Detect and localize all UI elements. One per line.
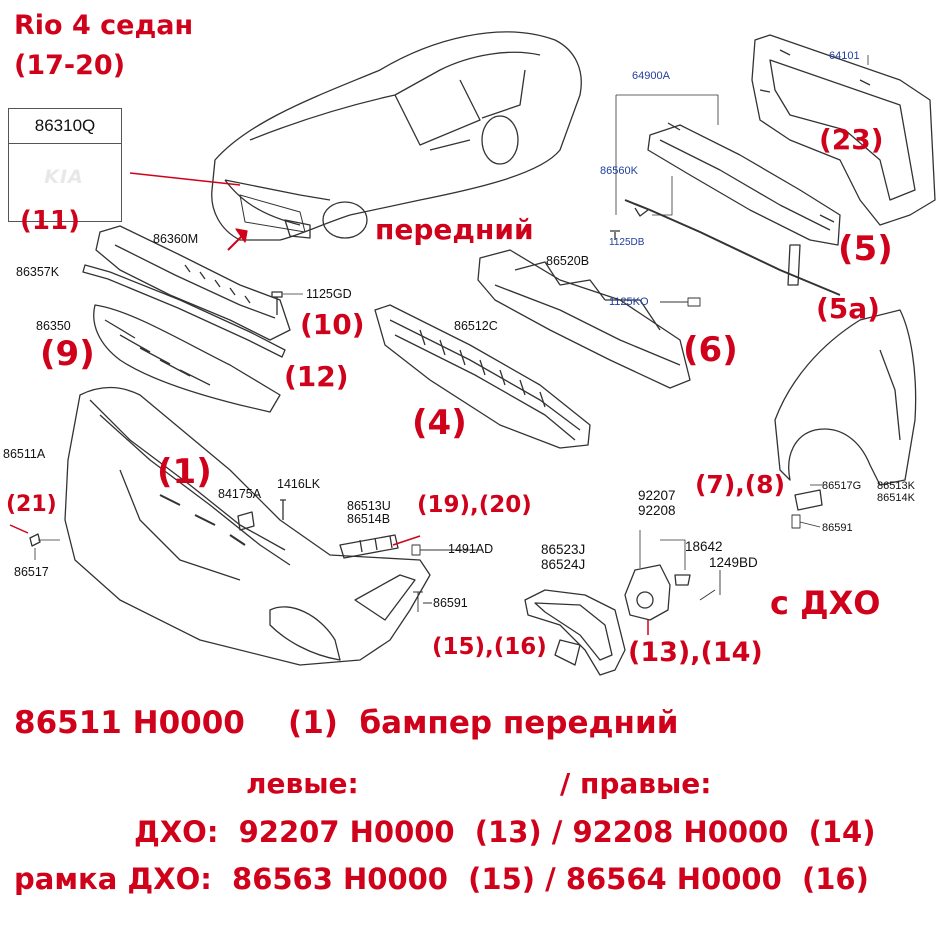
car-illustration — [211, 31, 582, 241]
part-86513K: 86513K — [877, 480, 915, 492]
part-64900A: 64900A — [632, 70, 670, 82]
part-86520B: 86520B — [546, 254, 590, 268]
chrome-strip — [82, 264, 286, 358]
part-1125KO: 1125KO — [609, 296, 649, 308]
fender — [774, 309, 917, 486]
part-1125DB: 1125DB — [609, 237, 645, 248]
ref-9: (9) — [40, 334, 95, 374]
part-1125GD: 1125GD — [306, 287, 352, 301]
part-86512C: 86512C — [454, 319, 498, 333]
part-92208: 92208 — [638, 503, 676, 518]
part-64101: 64101 — [829, 50, 860, 62]
ref-1: (1) — [157, 452, 212, 492]
lower-grille-insert — [374, 304, 591, 449]
part-1249BD: 1249BD — [709, 555, 758, 570]
energy-absorber — [477, 249, 691, 389]
ref-13-14: (13),(14) — [628, 637, 763, 668]
ref-6: (6) — [683, 330, 738, 370]
part-86511A: 86511A — [3, 447, 46, 461]
legend-drl-frame-row: рамка ДХО: 86563 H0000 (15) / 86564 H000… — [14, 862, 869, 896]
ref-21: (21) — [6, 492, 57, 517]
emblem-box: 86310Q — [8, 108, 122, 222]
ref-4: (4) — [412, 403, 467, 443]
ref-10: (10) — [300, 308, 365, 341]
legend-drl-row: ДХО: 92207 H0000 (13) / 92208 H0000 (14) — [134, 815, 876, 849]
part-86517G: 86517G — [822, 480, 862, 492]
legend-left-header: левые: — [246, 767, 359, 800]
part-86360M: 86360M — [153, 232, 199, 246]
part-92207: 92207 — [638, 488, 676, 503]
ref-emblem: (11) — [20, 206, 80, 236]
legend-right-header: / правые: — [560, 767, 712, 800]
drl-lamp — [624, 530, 721, 621]
part-86357K: 86357K — [16, 265, 60, 279]
bumper-front — [64, 386, 431, 666]
grille-upper — [95, 225, 291, 341]
part-86591-bumper: 86591 — [433, 596, 468, 610]
ref-5: (5) — [838, 229, 893, 269]
part-86350: 86350 — [36, 319, 71, 333]
part-86514B: 86514B — [347, 512, 391, 526]
emblem-part-number: 86310Q — [9, 109, 121, 144]
ref-5a: (5a) — [816, 292, 880, 325]
kia-logo-text: KIA — [44, 166, 84, 188]
bumper-beam — [610, 122, 841, 296]
ref-23: (23) — [819, 123, 884, 156]
ref-19-20: (19),(20) — [417, 492, 532, 518]
drl-frame — [524, 589, 626, 676]
part-86517: 86517 — [14, 565, 49, 579]
ref-12: (12) — [284, 360, 349, 393]
radiator-support — [751, 34, 936, 226]
part-86560K: 86560K — [600, 165, 638, 177]
part-84175A: 84175A — [218, 487, 262, 501]
part-86514K: 86514K — [877, 492, 915, 504]
part-86513U: 86513U — [347, 499, 391, 513]
dxo-label: с ДХО — [770, 584, 881, 622]
model-years: (17-20) — [14, 50, 126, 81]
ref-7-8: (7),(8) — [695, 470, 785, 499]
part-1416LK: 1416LK — [277, 477, 321, 491]
part-86524J: 86524J — [541, 557, 586, 572]
part-1491AD: 1491AD — [448, 542, 494, 556]
part-18642: 18642 — [685, 539, 723, 554]
grille-lower — [93, 304, 281, 413]
part-86523J: 86523J — [541, 542, 586, 557]
front-label: передний — [375, 213, 534, 246]
legend-main: 86511 H0000 (1) бампер передний — [14, 705, 679, 741]
part-86591-fender: 86591 — [822, 522, 853, 534]
model-title: Rio 4 седан — [14, 10, 194, 41]
ref-15-16: (15),(16) — [432, 634, 547, 660]
